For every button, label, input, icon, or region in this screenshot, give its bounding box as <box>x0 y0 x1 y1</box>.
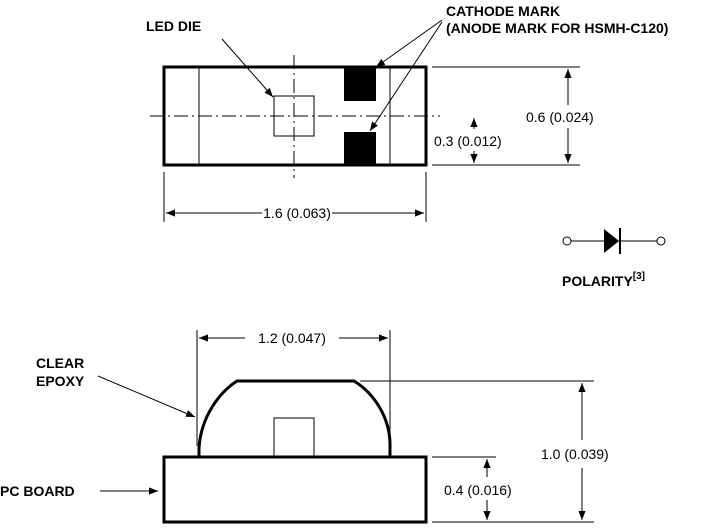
polarity-terminal-left <box>562 236 572 246</box>
side-led-die <box>273 417 315 458</box>
polarity-terminal-right <box>656 236 666 246</box>
dim-width-text: 0.6 (0.024) <box>526 109 594 125</box>
polarity-note-ref: [3] <box>633 271 645 282</box>
epoxy-dome <box>197 379 392 457</box>
pc-board-outline <box>162 455 428 524</box>
dim-dome-width-text: 1.2 (0.047) <box>258 330 326 346</box>
side-view: 1.2 (0.047) 1.0 (0.039) 0.4 (0.016) CLEA… <box>0 330 609 524</box>
polarity-symbol: POLARITY[3] <box>562 228 666 289</box>
cathode-mark-leader-bottom <box>369 21 443 132</box>
cathode-mark-bottom <box>344 132 376 165</box>
led-die <box>273 95 315 137</box>
dim-half-width-text: 0.3 (0.012) <box>434 133 502 149</box>
dim-board-height-text: 0.4 (0.016) <box>444 482 512 498</box>
cathode-mark-leader-top <box>375 19 443 68</box>
clear-epoxy-label-line1: CLEAR <box>36 355 84 371</box>
polarity-label: POLARITY[3] <box>562 271 645 289</box>
led-die-label: LED DIE <box>146 18 201 34</box>
led-die-leader <box>221 38 274 98</box>
clear-epoxy-label-line2: EPOXY <box>36 373 85 389</box>
cathode-mark-label: CATHODE MARK <box>446 3 560 19</box>
pc-board-label: PC BOARD <box>0 483 75 499</box>
dim-length-text: 1.6 (0.063) <box>263 205 331 221</box>
diode-triangle-icon <box>604 229 619 253</box>
dim-total-height-text: 1.0 (0.039) <box>541 446 609 462</box>
top-view: LED DIE CATHODE MARK (ANODE MARK FOR HSM… <box>146 3 668 222</box>
clear-epoxy-leader <box>97 375 196 418</box>
anode-mark-note: (ANODE MARK FOR HSMH-C120) <box>446 20 668 36</box>
cathode-mark-top <box>344 67 376 101</box>
